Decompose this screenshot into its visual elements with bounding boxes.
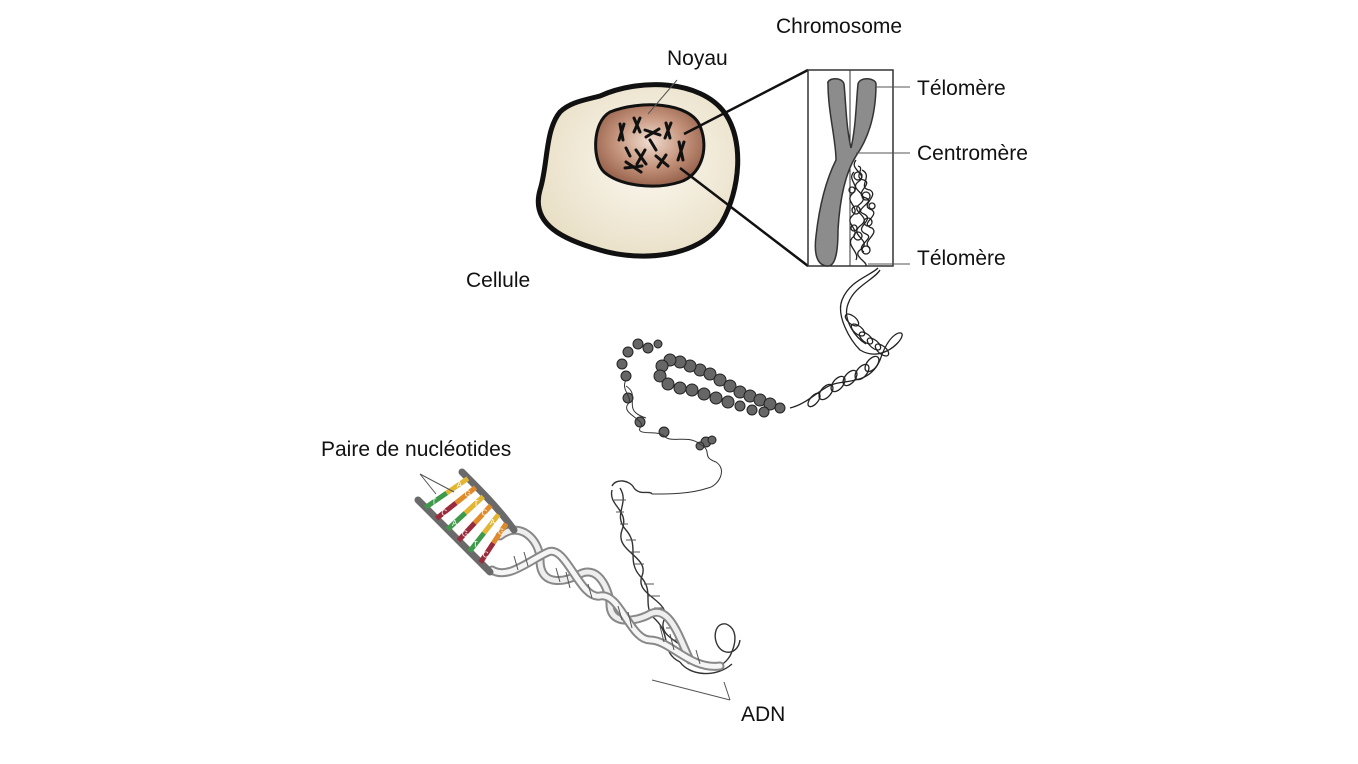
base-letter: G bbox=[465, 490, 471, 499]
base-pair-half bbox=[454, 485, 478, 505]
nucleus bbox=[594, 79, 706, 188]
label-chromosome: Chromosome bbox=[776, 15, 903, 38]
adn-pointer-a bbox=[651, 679, 731, 701]
nucleus-chromosomes bbox=[617, 116, 686, 174]
base-letter: C bbox=[481, 509, 487, 518]
base-pair-half bbox=[434, 501, 458, 521]
base-pair-half bbox=[491, 522, 509, 545]
noyau-pointer bbox=[647, 79, 678, 115]
base-pair-half bbox=[445, 476, 470, 496]
base-pair-half bbox=[424, 490, 449, 510]
base-letter: C bbox=[483, 551, 489, 560]
base-letter: T bbox=[473, 540, 478, 549]
chromosome-panel bbox=[807, 69, 910, 267]
base-pair-half bbox=[472, 503, 493, 525]
paire-pointer-b bbox=[419, 473, 455, 493]
linker-dna bbox=[624, 379, 722, 495]
base-letter: T bbox=[474, 499, 479, 508]
base-letter: A bbox=[457, 480, 463, 489]
base-letter: A bbox=[490, 518, 496, 527]
base-pair-half bbox=[445, 511, 468, 532]
dna-helix-main bbox=[487, 525, 725, 671]
backbone-left bbox=[414, 496, 494, 576]
base-letter: G bbox=[462, 530, 468, 539]
base-pair-half bbox=[478, 541, 496, 564]
coiled-solenoid bbox=[807, 313, 890, 408]
label-cellule: Cellule bbox=[466, 269, 531, 292]
cell bbox=[535, 68, 809, 267]
nucleosome-string bbox=[616, 338, 786, 451]
paire-pointer-a bbox=[419, 473, 437, 495]
zoom-line-bottom bbox=[679, 167, 809, 267]
base-pair-half bbox=[482, 512, 501, 535]
chromatin-fiber bbox=[789, 267, 903, 409]
label-centromere: Centromère bbox=[917, 142, 1028, 165]
zoom-line-top bbox=[683, 68, 809, 136]
base-letter: T bbox=[432, 498, 437, 507]
dna-helix-upper bbox=[610, 480, 691, 663]
adn-pointer-b bbox=[723, 681, 731, 701]
base-letter: G bbox=[498, 527, 504, 536]
backbone-right bbox=[458, 468, 518, 534]
dna-main-rungs bbox=[513, 551, 701, 665]
chromatin-tangle bbox=[848, 159, 876, 267]
label-noyau: Noyau bbox=[667, 47, 728, 70]
base-pair-half bbox=[467, 531, 486, 554]
label-telomere-bottom: Télomère bbox=[917, 247, 1006, 270]
chromosome-shape bbox=[814, 78, 877, 267]
base-letter: C bbox=[441, 508, 447, 517]
label-adn: ADN bbox=[741, 703, 786, 726]
label-paire-nucleotides: Paire de nucléotides bbox=[321, 438, 512, 461]
base-letter: A bbox=[452, 519, 458, 528]
base-pair-half bbox=[463, 494, 485, 515]
label-telomere-top: Télomère bbox=[917, 77, 1006, 100]
base-pair-half bbox=[456, 521, 477, 543]
